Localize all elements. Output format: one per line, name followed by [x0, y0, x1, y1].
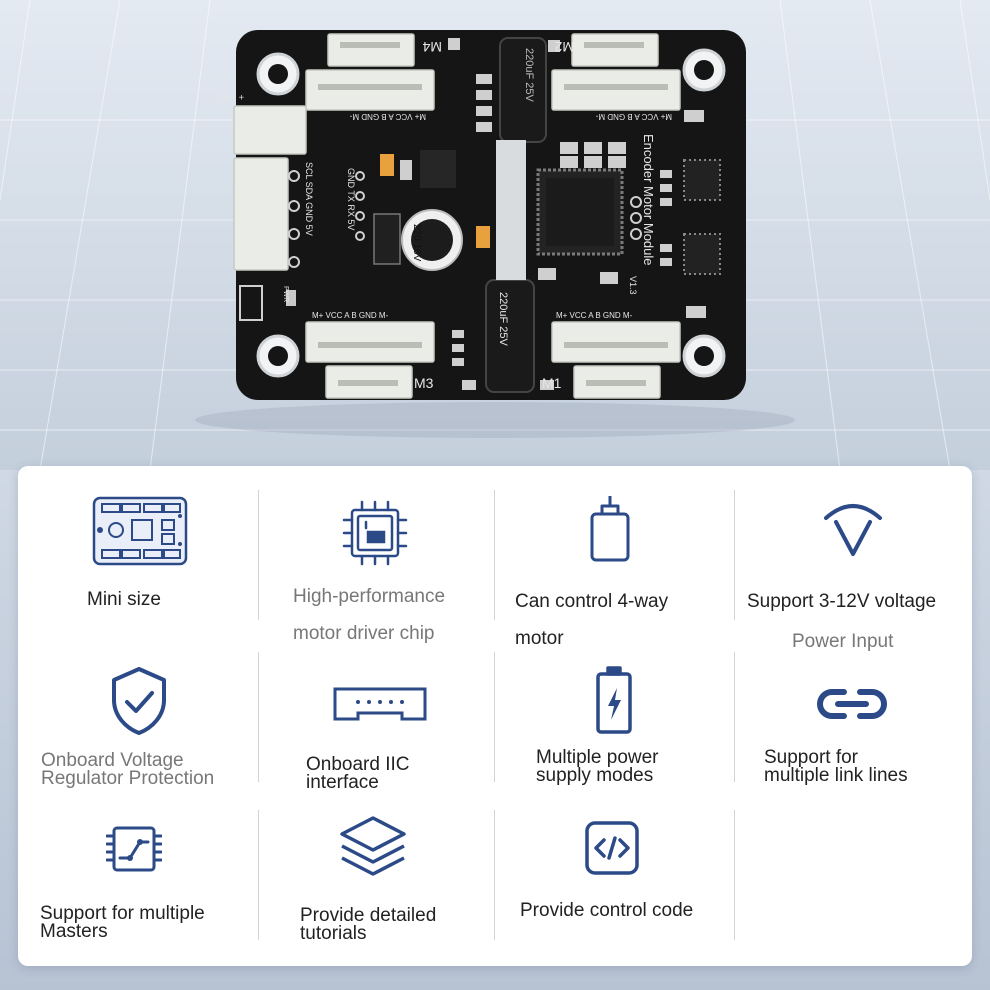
divider — [734, 810, 735, 940]
divider — [494, 810, 495, 940]
feature-text: multiple link lines — [764, 765, 908, 786]
feature-text: Onboard Voltage — [41, 750, 184, 771]
label-m2: M2 — [554, 39, 574, 55]
pin-header-bottom-left: M+ VCC A B GND M- — [312, 311, 389, 320]
pin-header-top-right: M+ VCC A B GND M- — [595, 112, 672, 121]
feature-text: interface — [306, 772, 379, 793]
pwr-label: PWR — [282, 286, 289, 302]
feature-text: motor — [515, 628, 564, 649]
feature-text: Provide control code — [520, 900, 694, 921]
feature-text: Regulator Protection — [41, 768, 215, 789]
uart-pins-label: GND TX RX 5V — [346, 168, 356, 230]
label-m4: M4 — [422, 39, 442, 55]
link-icon — [817, 689, 887, 719]
feature-text: Mini size — [87, 589, 161, 610]
feature-text: tutorials — [300, 923, 367, 944]
pin-header-bottom-right: M+ VCC A B GND M- — [556, 311, 633, 320]
feature-text: Support for — [764, 747, 858, 768]
board-icon — [92, 496, 188, 566]
battery-icon — [596, 666, 632, 734]
feature-text: High-performance — [293, 586, 446, 607]
divider — [494, 490, 495, 620]
layers-icon — [340, 816, 406, 876]
encoder-motor-board-photo: M4 M2 M3 M1 M+ VCC A B GND M- M+ VCC A B… — [217, 30, 746, 400]
cap-small-label: 220 16V — [411, 224, 422, 262]
feature-text: Support 3-12V voltage — [747, 591, 937, 612]
divider — [258, 490, 259, 620]
big-capacitor-top — [499, 37, 547, 143]
divider — [258, 810, 259, 940]
pin-header-top-left: M+ VCC A B GND M- — [349, 112, 426, 121]
iic-pins-label: SCL SDA GND 5V — [304, 162, 314, 236]
shield-check-icon — [112, 667, 166, 735]
divider — [258, 652, 259, 782]
chip-icon — [342, 500, 408, 566]
connector-icon — [333, 687, 427, 721]
voltage-icon — [824, 504, 882, 556]
feature-text: Masters — [40, 921, 108, 942]
label-m1: M1 — [542, 375, 562, 391]
feature-text: Onboard IIC — [306, 754, 410, 775]
motor-icon — [590, 496, 630, 562]
power-pins-label: + - NC — [217, 92, 244, 102]
divider — [494, 652, 495, 782]
divider — [734, 652, 735, 782]
code-icon — [585, 821, 639, 875]
feature-text: Power Input — [792, 631, 894, 652]
label-m3: M3 — [414, 375, 434, 391]
divider — [734, 490, 735, 620]
feature-text: Can control 4-way — [515, 591, 669, 612]
board-version: V1.3 — [628, 276, 638, 295]
feature-text: Support for multiple — [40, 903, 205, 924]
cap-top-label: 220uF 25V — [523, 48, 535, 102]
big-capacitor-bottom — [485, 279, 535, 393]
cap-bottom-label: 220uF 25V — [497, 292, 509, 346]
pcb — [236, 30, 746, 400]
feature-text: Provide detailed — [300, 905, 437, 926]
feature-text: supply modes — [536, 765, 654, 786]
board-title: Encoder Motor Module — [641, 134, 656, 266]
feature-text: Multiple power — [536, 747, 659, 768]
feature-text: motor driver chip — [293, 623, 435, 644]
circuit-icon — [106, 826, 162, 872]
